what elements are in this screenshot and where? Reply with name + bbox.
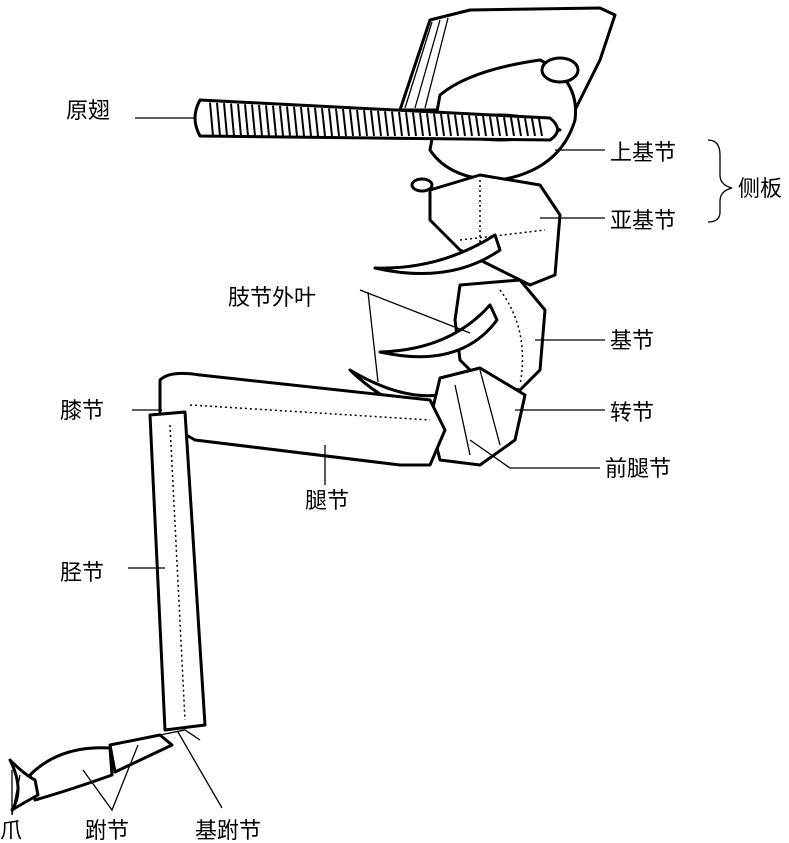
wing-ring bbox=[321, 107, 326, 137]
wing-ring bbox=[370, 110, 375, 137]
wing-ring bbox=[328, 108, 333, 137]
label-femur: 腿节 bbox=[305, 489, 349, 514]
wing-ring bbox=[300, 106, 305, 137]
wing-ring bbox=[209, 102, 214, 137]
wing-ring bbox=[454, 114, 459, 137]
wing-ring bbox=[433, 113, 438, 137]
wing-ring bbox=[265, 105, 270, 137]
wing-ring bbox=[440, 113, 445, 137]
wing-ring bbox=[496, 116, 501, 137]
wing-ring bbox=[335, 108, 340, 137]
label-basitarsus: 基跗节 bbox=[195, 819, 261, 843]
wing-ring bbox=[349, 109, 354, 137]
leader-lines bbox=[11, 117, 733, 816]
thorax-drawing bbox=[398, 6, 617, 193]
label-claw: 爪 bbox=[0, 819, 22, 843]
pleuron-brace bbox=[707, 139, 733, 223]
protowing-drawing bbox=[193, 98, 559, 142]
label-genu: 膝节 bbox=[60, 399, 104, 424]
femur-drawing bbox=[158, 371, 447, 467]
label-prefemur: 前腿节 bbox=[605, 457, 671, 482]
wing-ring bbox=[510, 117, 515, 137]
label-epicoxa: 上基节 bbox=[610, 141, 676, 166]
wing-ring bbox=[412, 112, 417, 137]
wing-ring bbox=[489, 116, 494, 137]
wing-ring bbox=[524, 118, 529, 137]
label-subcoxa: 亚基节 bbox=[610, 209, 676, 234]
subcoxa-drawing bbox=[428, 173, 562, 287]
wing-ring bbox=[531, 118, 536, 137]
wing-ring bbox=[405, 112, 410, 137]
wing-ring bbox=[223, 103, 228, 137]
wing-ring bbox=[447, 114, 452, 137]
wing-ring bbox=[279, 105, 284, 137]
label-exites: 肢节外叶 bbox=[228, 286, 316, 311]
wing-ring bbox=[384, 111, 389, 137]
wing-ring bbox=[461, 114, 466, 137]
wing-ring bbox=[482, 116, 487, 137]
wing-ring bbox=[398, 111, 403, 137]
wing-ring bbox=[272, 105, 277, 137]
label-tibia: 胫节 bbox=[60, 561, 104, 586]
wing-ring bbox=[356, 109, 361, 137]
tarsus-drawing bbox=[8, 729, 201, 812]
wing-ring bbox=[216, 102, 221, 137]
label-tarsus: 跗节 bbox=[85, 819, 129, 843]
wing-ring bbox=[377, 110, 382, 137]
wing-ring bbox=[468, 115, 473, 137]
wing-ring bbox=[475, 115, 480, 137]
wing-ring bbox=[391, 111, 396, 137]
wing-ring bbox=[258, 104, 263, 137]
wing-ring bbox=[230, 103, 235, 137]
label-pleuron: 侧板 bbox=[738, 177, 782, 202]
wing-ring bbox=[517, 117, 522, 137]
wing-ring bbox=[363, 110, 368, 137]
wing-ring bbox=[237, 103, 242, 137]
wing-ring bbox=[342, 109, 347, 137]
wing-ring bbox=[419, 112, 424, 137]
wing-ring bbox=[293, 106, 298, 137]
wing-ring bbox=[251, 104, 256, 137]
label-coxa: 基节 bbox=[610, 329, 654, 354]
label-trochanter: 转节 bbox=[610, 401, 654, 426]
wing-ring bbox=[307, 107, 312, 137]
wing-ring bbox=[286, 106, 291, 137]
wing-ring bbox=[503, 117, 508, 137]
wing-ring bbox=[426, 113, 431, 137]
wing-ring bbox=[538, 118, 543, 137]
wing-ring bbox=[244, 104, 249, 137]
label-protowing: 原翅 bbox=[66, 99, 110, 124]
wing-ring bbox=[314, 107, 319, 137]
